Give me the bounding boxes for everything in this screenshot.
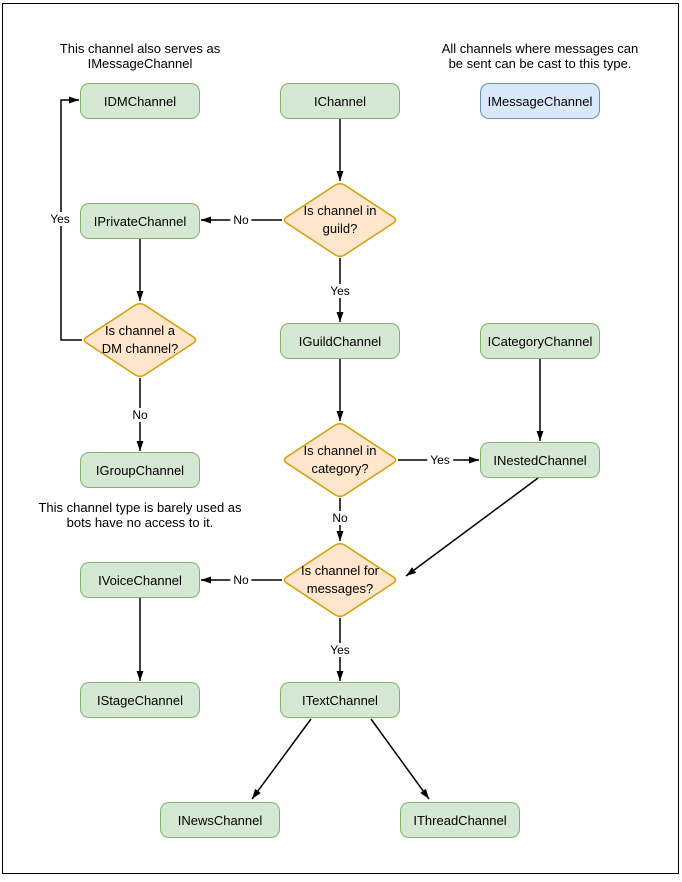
node-ichannel: IChannel (280, 83, 400, 119)
decision-in-category-shape (283, 422, 397, 498)
edge-label-yes-to-dm: Yes (47, 212, 73, 226)
node-inewschannel: INewsChannel (160, 802, 280, 838)
edge-itextchannel-to-inewschannel (251, 718, 312, 800)
edge-label-yes-to-guild: Yes (327, 284, 353, 298)
edge-label-no-to-group: No (129, 408, 151, 422)
edge-inestedchannel-to-for-messages (405, 477, 539, 577)
decision-in-guild-label: Is channel in guild? (303, 203, 377, 236)
node-ithreadchannel: IThreadChannel (400, 802, 520, 838)
node-imessagechannel: IMessageChannel (480, 83, 600, 119)
decision-for-messages-label: Is channel for messages? (300, 563, 380, 596)
decision-for-messages-shape (283, 542, 397, 618)
decision-is-dm-label: Is channel a DM channel? (101, 323, 179, 356)
node-icategorychannel: ICategoryChannel (480, 323, 600, 359)
node-idmchannel: IDMChannel (80, 83, 200, 119)
note-message-channel: All channels where messages can be sent … (441, 41, 639, 71)
edge-label-yes-to-text: Yes (327, 643, 353, 657)
node-ivoicechannel: IVoiceChannel (80, 562, 200, 598)
node-itextchannel: ITextChannel (280, 682, 400, 718)
decision-in-guild-shape (283, 182, 397, 258)
node-inestedchannel: INestedChannel (480, 442, 600, 478)
node-igroupchannel: IGroupChannel (80, 452, 200, 488)
decision-is-dm-shape (83, 302, 197, 378)
note-dm-channel: This channel also serves as IMessageChan… (59, 41, 221, 71)
node-iguildchannel: IGuildChannel (280, 323, 400, 359)
edge-label-no-to-private: No (230, 213, 252, 227)
edge-label-no-to-messages: No (329, 511, 351, 525)
edge-label-no-to-voice: No (230, 573, 252, 587)
decision-in-category-label: Is channel in category? (303, 443, 377, 476)
node-iprivatechannel: IPrivateChannel (80, 203, 200, 239)
note-group-channel: This channel type is barely used as bots… (38, 500, 242, 530)
edge-label-yes-to-nested: Yes (427, 453, 453, 467)
edge-itextchannel-to-ithreadchannel (370, 718, 430, 800)
node-istagechannel: IStageChannel (80, 682, 200, 718)
